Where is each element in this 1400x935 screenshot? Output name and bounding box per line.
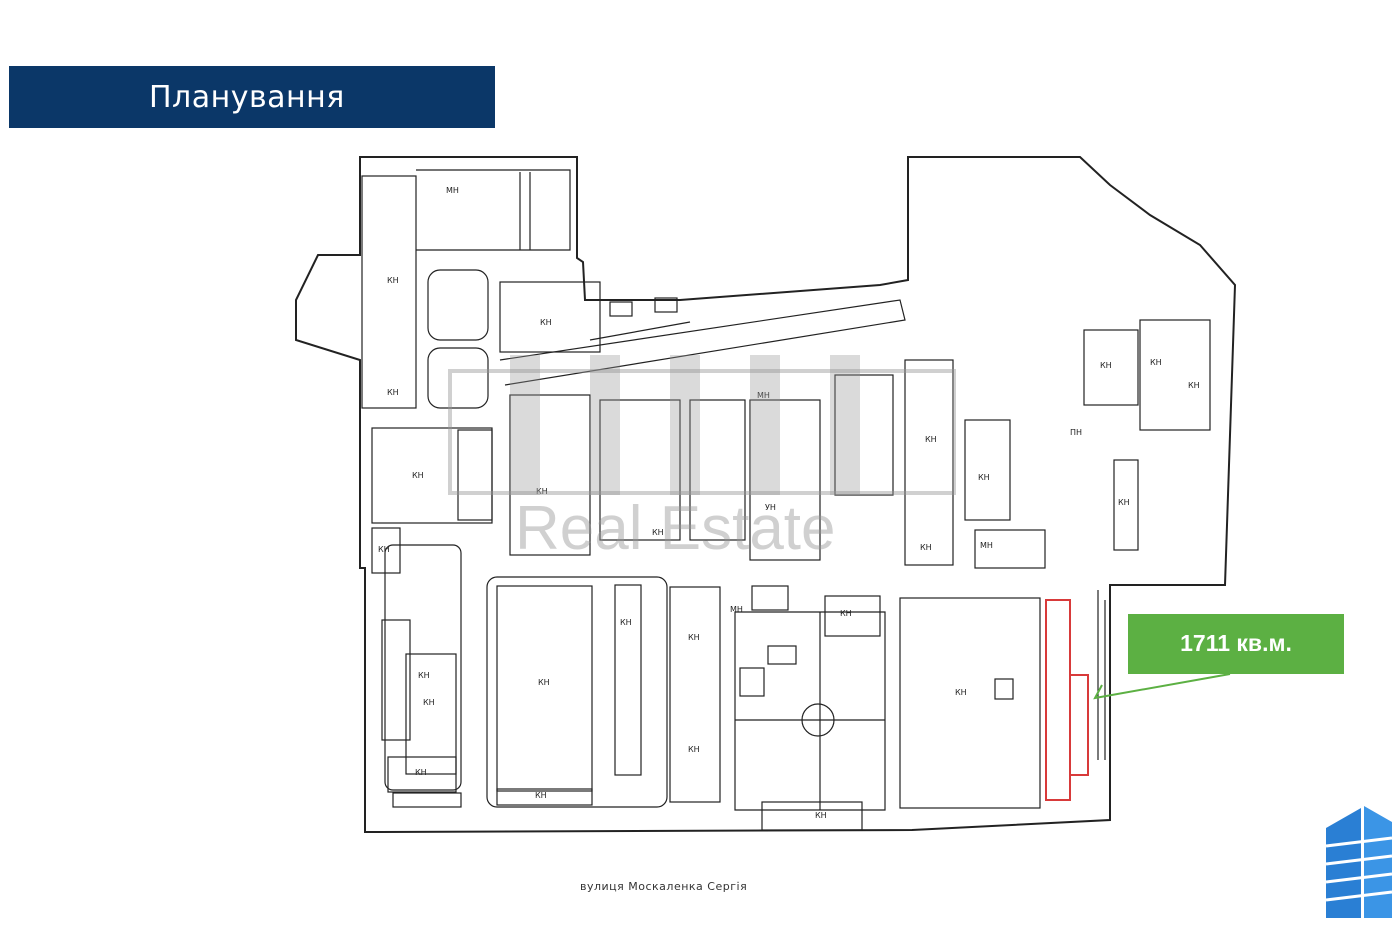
street-label: вулиця Москаленка Сергія [580,880,748,893]
small-label: МН [446,186,459,195]
unit-label: КН [415,768,427,777]
unit-label: КН [540,318,552,327]
unit-label: КН [538,678,550,687]
small-label: ПН [1070,428,1082,437]
small-label: МН [980,541,993,550]
unit-label: КН [535,791,547,800]
small-label: УН [765,503,776,512]
unit-label: КН [840,609,852,618]
unit-label: КН [652,528,664,537]
unit-label: КН [688,745,700,754]
unit-label: КН [978,473,990,482]
unit-label: КН [688,633,700,642]
small-label: МН [757,391,770,400]
unit-label: КН [418,671,430,680]
unit-label: КН [423,698,435,707]
unit-label: КН [1100,361,1112,370]
unit-label: КН [620,618,632,627]
unit-label: КН [815,811,827,820]
unit-label: КН [387,388,399,397]
unit-label: КН [1188,381,1200,390]
unit-label: КН [387,276,399,285]
unit-label: КН [920,543,932,552]
building-logo-icon [1325,806,1392,918]
unit-label: КН [1118,498,1130,507]
unit-label: КН [412,471,424,480]
area-callout: 1711 кв.м. [1128,614,1344,674]
page-title: Планування [149,80,345,115]
small-label: МН [730,605,743,614]
unit-label: КН [925,435,937,444]
unit-label: КН [955,688,967,697]
unit-label: КН [536,487,548,496]
area-callout-label: 1711 кв.м. [1180,630,1292,656]
unit-label: КН [1150,358,1162,367]
unit-label: КН [378,545,390,554]
title-banner: Планування [9,66,495,128]
